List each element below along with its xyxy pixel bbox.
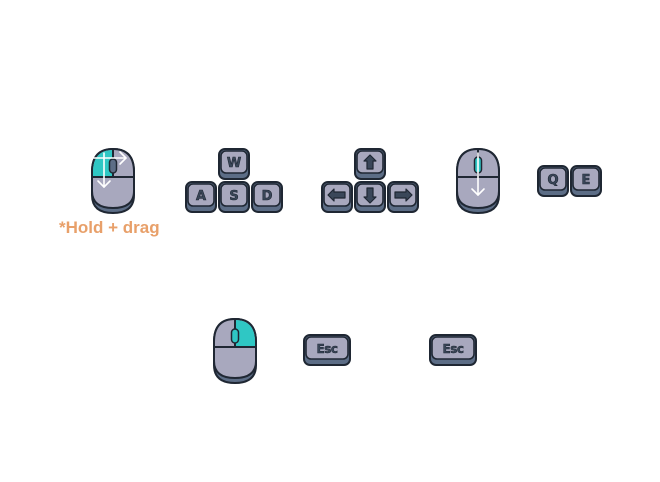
key-s-label: S: [229, 189, 238, 204]
key-arrow-left: [321, 181, 353, 213]
key-esc-1: Esc: [303, 334, 351, 366]
key-e: E: [570, 165, 602, 197]
key-a: A: [185, 181, 217, 213]
key-w: W: [218, 148, 250, 180]
mouse-right-click-icon: [212, 317, 258, 385]
key-q-label: Q: [547, 173, 558, 188]
key-esc-2-label: Esc: [443, 342, 464, 356]
key-d-label: D: [262, 189, 273, 204]
mouse-scroll-icon: [455, 147, 501, 215]
key-esc-1-label: Esc: [317, 342, 338, 356]
key-e-label: E: [582, 173, 591, 188]
key-arrow-up: [354, 148, 386, 180]
arrow-left-icon: [327, 188, 346, 202]
key-esc-2: Esc: [429, 334, 477, 366]
key-arrow-down: [354, 181, 386, 213]
key-d: D: [251, 181, 283, 213]
key-s: S: [218, 181, 250, 213]
arrow-right-icon: [394, 188, 413, 202]
key-arrow-right: [387, 181, 419, 213]
key-w-label: W: [227, 156, 241, 171]
arrow-up-icon: [363, 154, 377, 170]
key-a-label: A: [196, 189, 206, 204]
hold-drag-note: *Hold + drag: [59, 218, 160, 237]
key-q: Q: [537, 165, 569, 197]
mouse-left-drag-icon: [90, 147, 136, 215]
arrow-down-icon: [363, 187, 377, 204]
